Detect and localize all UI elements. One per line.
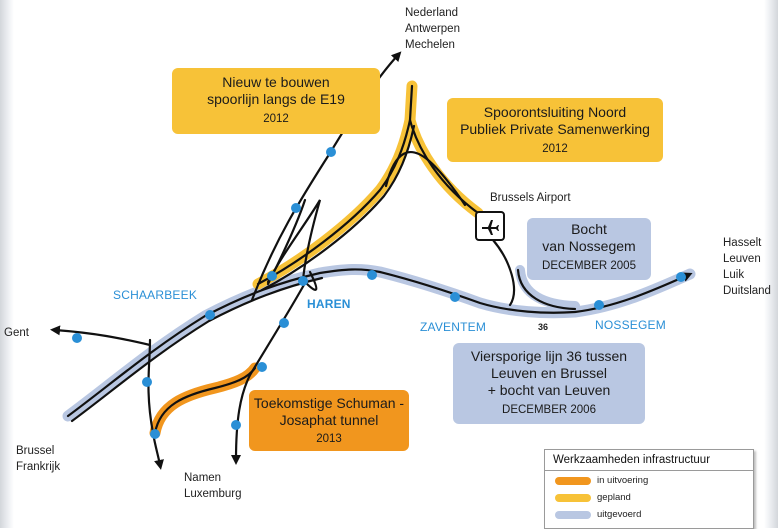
haren-loop bbox=[303, 270, 318, 291]
station-dot bbox=[231, 420, 241, 430]
station-dot bbox=[279, 318, 289, 328]
box-e19: Nieuw te bouwen spoorlijn langs de E19 2… bbox=[172, 68, 380, 134]
legend-swatch bbox=[555, 511, 591, 519]
legend-label: gepland bbox=[597, 492, 631, 503]
box-schuman-title-1: Toekomstige Schuman - bbox=[253, 395, 405, 411]
station-dot bbox=[205, 310, 215, 320]
box-lijn36-title-3: + bocht van Leuven bbox=[487, 382, 611, 398]
station-dot bbox=[450, 292, 460, 302]
box-lijn36-title-2: Leuven en Brussel bbox=[491, 365, 607, 381]
station-dot bbox=[142, 377, 152, 387]
north-loop bbox=[266, 198, 307, 286]
box-lijn36-year: DECEMBER 2006 bbox=[502, 404, 596, 416]
station-dot bbox=[326, 147, 336, 157]
station-dot bbox=[594, 300, 604, 310]
destination-southwest: Brussel Frankrijk bbox=[16, 443, 60, 475]
station-dot bbox=[257, 362, 267, 372]
nossegem-curve-highlight bbox=[515, 265, 580, 311]
box-schuman-title-2: Josaphat tunnel bbox=[279, 412, 379, 428]
label-hasselt: Hasselt bbox=[723, 237, 762, 249]
schuman-track bbox=[153, 366, 257, 435]
legend: Werkzaamheden infrastructuur in uitvoeri… bbox=[544, 449, 754, 529]
e19-track-2 bbox=[260, 124, 416, 292]
legend-swatch bbox=[555, 477, 591, 485]
station-zaventem: ZAVENTEM bbox=[420, 320, 487, 334]
label-antwerpen: Antwerpen bbox=[405, 23, 460, 35]
legend-title: Werkzaamheden infrastructuur bbox=[545, 450, 753, 471]
north-triangle bbox=[384, 150, 467, 207]
label-nederland: Nederland bbox=[405, 7, 459, 19]
station-haren: HAREN bbox=[307, 297, 351, 311]
destination-east: Hasselt Leuven Luik Duitsland bbox=[723, 235, 771, 299]
legend-swatch bbox=[555, 494, 591, 502]
e19-track bbox=[256, 84, 414, 286]
station-schaarbeek: SCHAARBEEK bbox=[113, 288, 198, 302]
box-noord-title-1: Spoorontsluiting Noord bbox=[483, 104, 627, 120]
station-dot bbox=[72, 333, 82, 343]
box-nossegem-year: DECEMBER 2005 bbox=[542, 260, 636, 272]
label-frankrijk: Frankrijk bbox=[16, 461, 61, 473]
station-dot bbox=[676, 272, 686, 282]
destination-south: Namen Luxemburg bbox=[184, 470, 242, 502]
station-nossegem: NOSSEGEM bbox=[595, 318, 666, 332]
station-dot bbox=[267, 271, 277, 281]
left-frame-edge bbox=[0, 0, 14, 528]
airport-icon bbox=[475, 211, 505, 241]
north-link-track bbox=[408, 118, 480, 215]
box-schuman-year: 2013 bbox=[316, 433, 342, 445]
nossegem-curve-track bbox=[516, 268, 577, 311]
main-line-track bbox=[66, 268, 693, 418]
label-gent: Gent bbox=[4, 327, 29, 339]
station-dot bbox=[291, 203, 301, 213]
destination-north: Nederland Antwerpen Mechelen bbox=[405, 5, 460, 53]
box-e19-title-2: spoorlijn langs de E19 bbox=[207, 91, 345, 107]
box-lijn36: Viersporige lijn 36 tussen Leuven en Bru… bbox=[453, 343, 645, 424]
label-leuven: Leuven bbox=[723, 253, 761, 265]
label-luik: Luik bbox=[723, 269, 745, 281]
label-namen: Namen bbox=[184, 472, 222, 484]
station-dots bbox=[72, 147, 686, 439]
box-e19-title-1: Nieuw te bouwen bbox=[222, 74, 330, 90]
legend-label: in uitvoering bbox=[597, 475, 649, 486]
main-line-track-2 bbox=[70, 276, 324, 423]
north-line-branch bbox=[266, 199, 322, 284]
label-line-36: 36 bbox=[538, 322, 549, 332]
box-noord-year: 2012 bbox=[542, 143, 568, 155]
box-e19-year: 2012 bbox=[263, 113, 289, 125]
box-nossegem-title-1: Bocht bbox=[571, 221, 607, 237]
box-noord-title-2: Publiek Private Samenwerking bbox=[460, 121, 650, 137]
label-luxemburg: Luxemburg bbox=[184, 488, 242, 500]
box-lijn36-title-1: Viersporige lijn 36 tussen bbox=[470, 348, 628, 364]
box-nossegem: Bocht van Nossegem DECEMBER 2005 bbox=[527, 218, 651, 280]
box-nossegem-title-2: van Nossegem bbox=[542, 238, 636, 254]
label-brussels-airport: Brussels Airport bbox=[490, 192, 571, 204]
label-brussel: Brussel bbox=[16, 445, 55, 457]
airport-stub-track bbox=[491, 238, 515, 307]
station-dot bbox=[367, 270, 377, 280]
station-dot bbox=[298, 276, 308, 286]
box-schuman: Toekomstige Schuman - Josaphat tunnel 20… bbox=[249, 390, 409, 451]
legend-label: uitgevoerd bbox=[597, 509, 642, 520]
label-duitsland: Duitsland bbox=[723, 285, 771, 297]
station-dot bbox=[150, 429, 160, 439]
gent-track bbox=[50, 325, 152, 347]
label-mechelen: Mechelen bbox=[405, 39, 455, 51]
box-noord: Spoorontsluiting Noord Publiek Private S… bbox=[447, 98, 663, 162]
